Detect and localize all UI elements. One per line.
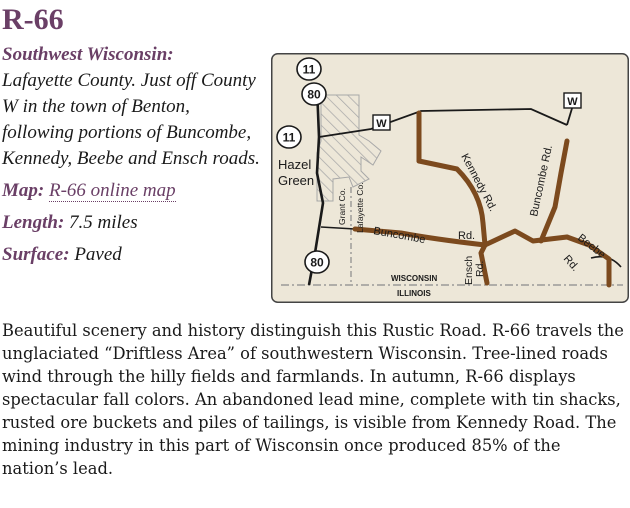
rustic-segment-ensch [478,242,490,286]
surface-label: Surface: [2,244,70,265]
route-map: 11 80 11 W W 80 Hazel Green Grant Co. La… [271,53,629,303]
hwy-11-shield-left: 11 [276,125,302,149]
rustic-segment-kennedy [416,158,488,248]
hwy-80-shield-bottom: 80 [304,250,330,274]
svg-text:W: W [567,96,578,108]
label-wisconsin: WISCONSIN [391,274,437,283]
town-label-green: Green [278,173,314,188]
label-ensch: Ensch [463,256,475,285]
surface-value: Paved [74,244,122,265]
hazel-green-town-area [316,94,382,202]
svg-text:80: 80 [307,88,321,102]
map-row: Map: R-66 online map [2,178,264,204]
svg-text:W: W [376,118,387,130]
local-road-west [320,226,356,230]
label-lafayette-co: Lafayette Co. [355,182,365,233]
county-w-shield-mid: W [372,114,391,131]
length-row: Length: 7.5 miles [2,210,264,236]
rustic-segment-buncombe-north [538,138,570,244]
rustic-segment-beebe [564,234,612,288]
route-description: Beautiful scenery and history distinguis… [2,321,624,478]
svg-text:11: 11 [283,131,296,145]
online-map-link[interactable]: R-66 online map [48,180,176,202]
label-illinois: ILLINOIS [397,289,431,298]
label-rd-ensch: Rd. [474,261,486,277]
town-label-hazel: Hazel [278,157,311,172]
rustic-road-r66 [352,110,612,288]
map-label: Map: [2,180,45,201]
label-grant-co: Grant Co. [337,188,347,225]
rustic-segment-buncombe-west [352,226,488,248]
rustic-segment-east [482,228,570,248]
location-text: Lafayette County. Just off County W in t… [2,70,260,169]
svg-text:11: 11 [303,63,316,77]
hwy-80-shield-top: 80 [301,82,327,106]
length-value: 7.5 miles [69,212,138,233]
svg-text:80: 80 [310,256,324,270]
region-heading: Southwest Wisconsin: [2,44,174,65]
county-w-road [318,108,568,138]
hwy-11-shield-top: 11 [296,57,322,81]
surface-row: Surface: Paved [2,242,264,268]
label-rd-buncombe: Rd. [458,230,475,242]
route-info: Southwest Wisconsin: Lafayette County. J… [2,42,264,268]
route-title: R-66 [2,3,64,36]
county-w-shield-right: W [563,92,582,109]
length-label: Length: [2,212,65,233]
